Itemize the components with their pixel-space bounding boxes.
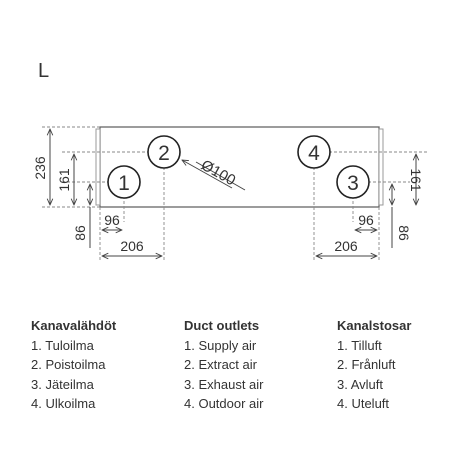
legend-item: 2. Extract air — [184, 357, 257, 372]
legend-item: 4. Ulkoilma — [31, 396, 96, 411]
legend-heading: Duct outlets — [184, 318, 260, 333]
outlet-4-number: 4 — [308, 142, 320, 165]
legend-heading: Kanalstosar — [337, 318, 412, 333]
dim-86-right: 86 — [396, 225, 412, 241]
legend-item: 1. Tilluft — [337, 337, 382, 353]
outlet-3-number: 3 — [347, 172, 359, 195]
dim-86-left: 86 — [72, 225, 88, 241]
legend-item: 3. Avluft — [337, 376, 384, 392]
legend-item: 3. Jäteilma — [31, 376, 94, 392]
dimension-lines — [50, 129, 416, 256]
outlet-2: 2 — [147, 135, 181, 169]
legend-swedish: Kanalstosar 1. Tilluft 2. Frånluft 3. Av… — [337, 316, 411, 414]
legend-item: 1. Supply air — [184, 337, 257, 353]
legend-item: 2. Frånluft — [337, 357, 396, 372]
legend-item: 1. Tuloilma — [31, 337, 94, 353]
outlet-1-number: 1 — [118, 172, 130, 195]
variant-label: L — [38, 60, 49, 82]
unit-body — [95, 126, 384, 208]
legend-finnish: Kanavalähdöt 1. Tuloilma 2. Poistoilma 3… — [31, 316, 116, 414]
legend-heading: Kanavalähdöt — [31, 318, 117, 333]
legend-item: 2. Poistoilma — [31, 357, 106, 372]
dim-96-left: 96 — [104, 212, 120, 228]
outlet-4: 4 — [297, 135, 331, 169]
outlet-1: 1 — [107, 165, 141, 199]
dim-161-right: 161 — [408, 168, 424, 192]
legend-item: 4. Outdoor air — [184, 396, 264, 411]
legend-item: 4. Uteluft — [337, 396, 390, 411]
dim-161-left: 161 — [56, 168, 72, 192]
legend-english: Duct outlets 1. Supply air 2. Extract ai… — [184, 316, 264, 414]
dim-206-left: 206 — [120, 238, 144, 254]
legend-item: 3. Exhaust air — [184, 376, 264, 392]
outlet-2-number: 2 — [158, 142, 170, 165]
outlet-3: 3 — [336, 165, 370, 199]
dim-height-total: 236 — [32, 156, 48, 180]
dim-206-right: 206 — [334, 238, 358, 254]
dim-96-right: 96 — [358, 212, 374, 228]
duct-outlet-drawing: L — [32, 60, 428, 262]
